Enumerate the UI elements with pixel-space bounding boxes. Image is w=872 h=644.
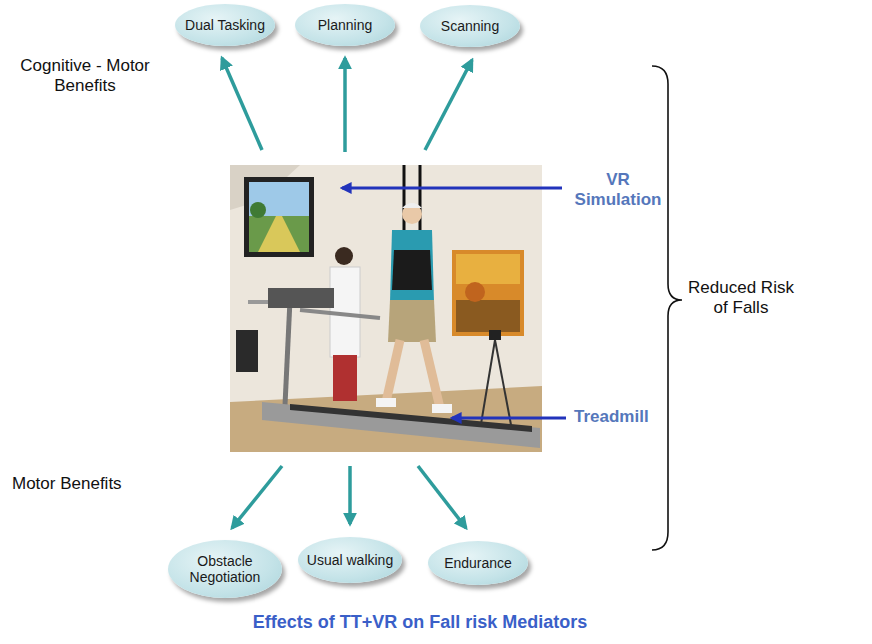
pointer-label: Treadmill (574, 407, 649, 427)
painting (452, 250, 524, 336)
painting-sky (456, 254, 520, 284)
patient-hair (402, 203, 422, 208)
treadmill-rail (300, 310, 380, 318)
wall (230, 165, 542, 452)
tv-grass (249, 216, 309, 252)
teal-arrow (425, 60, 472, 150)
patient-leg (386, 340, 400, 402)
patient-shoe (432, 404, 452, 413)
treadmill-console (268, 288, 334, 308)
device (236, 330, 258, 372)
teal-arrow (348, 466, 352, 524)
outcome-label: Reduced Risk of Falls (686, 278, 796, 319)
therapist-head (335, 247, 353, 265)
patient-shoe (376, 398, 396, 407)
tv-frame (244, 177, 314, 257)
teal-arrow (343, 58, 347, 152)
benefit-ellipse: Planning (295, 4, 395, 46)
tv-road (258, 216, 300, 252)
figure-caption: Effects of TT+VR on Fall risk Mediators (253, 612, 588, 633)
benefit-text: Scanning (441, 18, 499, 34)
benefit-text: Obstacle Negotiation (182, 553, 268, 585)
benefit-ellipse: Scanning (420, 5, 520, 47)
benefit-text: Usual walking (307, 552, 393, 568)
benefit-ellipse: Dual Tasking (175, 4, 275, 46)
patient-shirt (390, 230, 434, 302)
therapist-pants (333, 355, 357, 401)
teal-arrow (222, 58, 262, 150)
blue-arrow (342, 187, 562, 190)
blue-arrow (452, 417, 566, 420)
pointer-label: VR Simulation (572, 170, 664, 211)
painting-tree (465, 282, 485, 302)
painting-ground (456, 300, 520, 332)
treadmill-post (285, 300, 290, 405)
patient-shorts (388, 300, 436, 342)
camera (489, 330, 501, 340)
pointer-arrows (342, 188, 566, 418)
tv-tree (250, 202, 266, 218)
benefit-ellipse: Usual walking (298, 537, 402, 583)
benefit-arrows (222, 58, 472, 528)
harness-vest (392, 250, 432, 290)
treadmill-deck (262, 402, 540, 448)
group-heading: Cognitive - Motor Benefits (10, 56, 160, 97)
teal-arrow (232, 466, 282, 528)
benefit-text: Planning (318, 17, 373, 33)
patient-leg (424, 340, 440, 408)
patient-head (402, 204, 422, 224)
benefit-ellipse: Obstacle Negotiation (168, 540, 282, 598)
benefit-ellipse: Endurance (428, 541, 528, 585)
photo (230, 165, 542, 452)
brace (652, 66, 682, 550)
teal-arrow (418, 466, 466, 528)
benefit-text: Dual Tasking (185, 17, 265, 33)
group-heading: Motor Benefits (12, 474, 122, 494)
benefit-text: Endurance (444, 555, 512, 571)
